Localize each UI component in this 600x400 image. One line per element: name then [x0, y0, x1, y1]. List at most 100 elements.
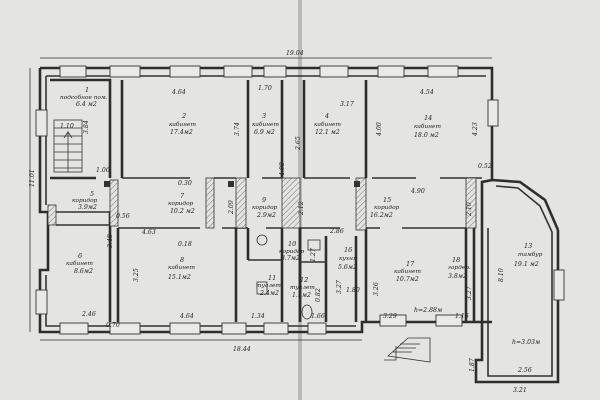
dim-label: 2.65 — [295, 136, 302, 151]
dim-label: 1.34 — [251, 313, 265, 320]
room-number: 14 — [424, 114, 432, 122]
dim-label: 1.06 — [96, 167, 110, 174]
room-name: туалет — [290, 285, 315, 291]
room-name: туалет — [256, 283, 281, 289]
dimension-lines — [29, 57, 492, 341]
dim-label: 0.56 — [116, 213, 130, 220]
dim-top-overall: 19.04 — [286, 50, 304, 57]
dim-label: 1.10 — [60, 123, 74, 130]
room-number: 16 — [344, 246, 352, 254]
dim-label: 0.82 — [315, 288, 322, 302]
room-area: 15.1м2 — [168, 274, 191, 281]
room-labels: 1 подсобное пом. 6.4 м2 2 кабинет 17.4м2… — [60, 86, 543, 299]
room-number: 11 — [268, 274, 276, 282]
room-area: 3.9м2 — [78, 204, 97, 211]
room-name: коридор — [72, 198, 98, 204]
room-name: кабинет — [414, 123, 441, 130]
dim-label: 3.29 — [383, 313, 397, 320]
interior-walls — [48, 78, 482, 322]
dim-label: 11.01 — [29, 169, 36, 187]
room-number: 18 — [452, 256, 460, 264]
room-name: коридор — [279, 249, 305, 255]
room-area: 10.7м2 — [396, 276, 419, 283]
room-number: 12 — [300, 276, 308, 284]
room-number: 3 — [262, 112, 266, 120]
room-number: 15 — [383, 196, 391, 204]
dim-label: 0.18 — [178, 241, 192, 248]
dim-label: 2.12 — [298, 201, 305, 216]
dim-label: 3.48 — [107, 234, 114, 248]
dim-label: 4.63 — [141, 229, 156, 236]
room-area: 17.4м2 — [170, 129, 193, 136]
dim-label: 2.46 — [81, 311, 96, 318]
room-number: 13 — [524, 242, 532, 250]
room-name: кабинет — [168, 264, 195, 271]
dim-label: 4.64 — [171, 89, 186, 96]
room-name: кабинет — [169, 121, 196, 128]
dim-label: 1.16 — [455, 313, 469, 320]
room-name: тамбур — [518, 251, 543, 258]
dim-label: 4.90 — [410, 188, 425, 195]
dim-label: 1.80 — [346, 287, 360, 294]
dim-label: 3.17 — [340, 101, 354, 108]
dim-label: 1.70 — [258, 85, 272, 92]
dim-label: 3.27 — [336, 280, 343, 294]
dim-bottom-overall: 18.44 — [233, 346, 251, 353]
room-area: 6.4 м2 — [76, 101, 97, 108]
dim-label: 3.27 — [466, 286, 473, 300]
dim-label: 2.86 — [329, 228, 344, 235]
room-area: 19.1 м2 — [514, 261, 539, 268]
room-number: 7 — [180, 192, 185, 200]
dim-label: 8.10 — [498, 268, 505, 282]
height-label: h=3.03м — [512, 339, 540, 346]
dim-label: 4.23 — [472, 122, 479, 137]
room-name: кухня — [339, 256, 357, 262]
room-area: 16.2м2 — [370, 212, 393, 219]
dim-label: 1.27 — [310, 248, 317, 262]
room-area: 3.8м2 — [448, 273, 467, 280]
dim-label: 4.00 — [376, 122, 383, 137]
room-area: 10.2 м2 — [170, 208, 195, 215]
dim-label: 2.09 — [228, 200, 235, 215]
room-area: 3.7м2 — [281, 255, 300, 262]
room-number: 1 — [85, 86, 89, 94]
dim-label: 4.64 — [179, 313, 194, 320]
room-area: 5.6м2 — [338, 264, 357, 271]
room-area: 12.1 м2 — [315, 129, 340, 136]
dim-label: 3.21 — [513, 387, 527, 394]
room-name: коридор — [374, 205, 400, 211]
dim-label: 3.25 — [133, 268, 140, 282]
dim-label: 3.26 — [373, 282, 380, 296]
room-name: кабинет — [66, 260, 93, 267]
dim-label: 0.70 — [106, 322, 120, 329]
dim-label: 0.52 — [478, 163, 492, 170]
room-area: 6.9 м2 — [254, 129, 275, 136]
dim-label: 4.08 — [279, 162, 286, 177]
room-area: 2.4м2 — [259, 290, 279, 297]
room-number: 2 — [181, 112, 186, 120]
room-area: 8.6м2 — [74, 268, 93, 275]
room-name: коридор — [168, 201, 194, 207]
dim-label: 2.10 — [466, 202, 473, 217]
room-area: 1.1м2 — [292, 292, 311, 299]
hatched-walls — [47, 177, 477, 231]
dim-label: 1.87 — [469, 358, 476, 372]
dim-label: 3.84 — [83, 120, 90, 134]
room-name: кабинет — [314, 121, 341, 128]
room-number: 10 — [288, 240, 296, 248]
room-number: 4 — [324, 112, 329, 120]
staircase — [53, 119, 431, 363]
room-number: 5 — [90, 190, 94, 198]
room-area: 18.0 м2 — [414, 132, 439, 139]
room-number: 8 — [180, 256, 184, 264]
dim-label: 2.56 — [517, 367, 532, 374]
height-label: h=2.88м — [414, 307, 442, 314]
dim-label: 4.54 — [419, 89, 434, 96]
fixtures — [104, 181, 360, 320]
room-name: гардер. — [448, 265, 471, 271]
dimension-labels: 19.04 18.44 4.64 1.70 3.17 4.54 1.10 3.8… — [29, 50, 540, 394]
room-name: кабинет — [252, 121, 279, 128]
dim-label: 0.30 — [178, 180, 192, 187]
dim-label: 3.74 — [234, 122, 241, 136]
